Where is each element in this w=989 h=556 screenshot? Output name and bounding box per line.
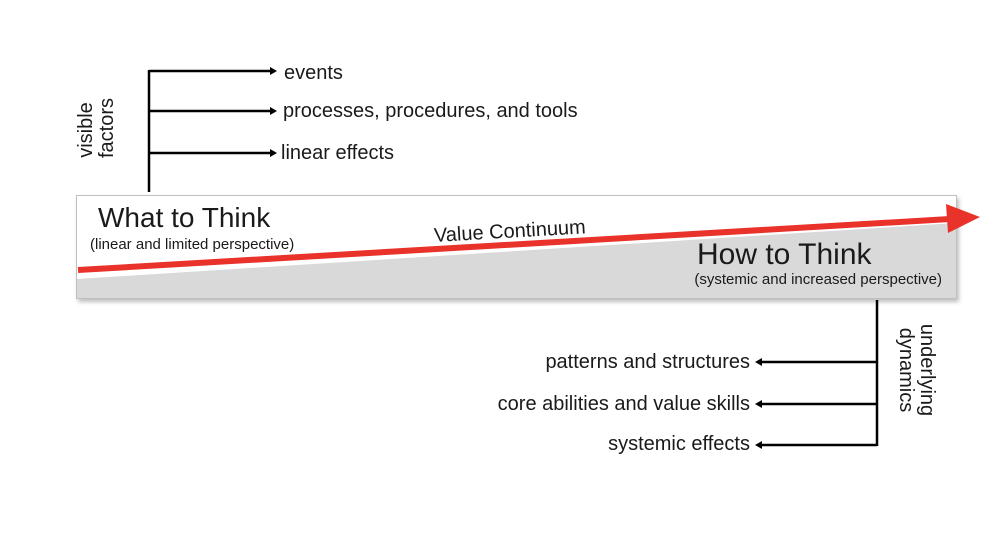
core-abilities-label: core abilities and value skills — [497, 393, 750, 415]
underlying-dynamics-label: underlying dynamics — [895, 320, 938, 420]
core-abilities-connector-tip — [755, 400, 762, 408]
underlying-dynamics-line2: dynamics — [895, 327, 917, 413]
systemic-effects-label: systemic effects — [608, 433, 750, 455]
continuum-arrow-head — [946, 204, 980, 233]
patterns-connector-tip — [755, 358, 762, 366]
how-to-think-title: How to Think — [697, 238, 872, 271]
events-connector-tip — [270, 67, 277, 75]
what-to-think-title: What to Think — [98, 202, 271, 233]
linear-effects-connector-tip — [270, 149, 277, 157]
patterns-label: patterns and structures — [545, 351, 750, 373]
underlying-dynamics-line1: underlying — [916, 323, 938, 417]
continuum-arrow-shaft — [77, 216, 951, 273]
value-continuum-band — [76, 195, 957, 299]
linear-effects-label: linear effects — [281, 142, 395, 164]
processes-connector-tip — [270, 107, 277, 115]
systemic-effects-connector-tip — [755, 441, 762, 449]
processes-label: processes, procedures, and tools — [283, 100, 578, 122]
what-to-think-subtitle: (linear and limited perspective) — [90, 236, 295, 253]
events-label: events — [284, 62, 343, 84]
visible-factors-line2: factors — [96, 97, 118, 158]
visible-factors-label: visible factors — [75, 97, 118, 158]
visible-factors-line1: visible — [75, 102, 97, 158]
perspective-wedge — [77, 223, 956, 298]
how-to-think-subtitle: (systemic and increased perspective) — [694, 271, 942, 288]
